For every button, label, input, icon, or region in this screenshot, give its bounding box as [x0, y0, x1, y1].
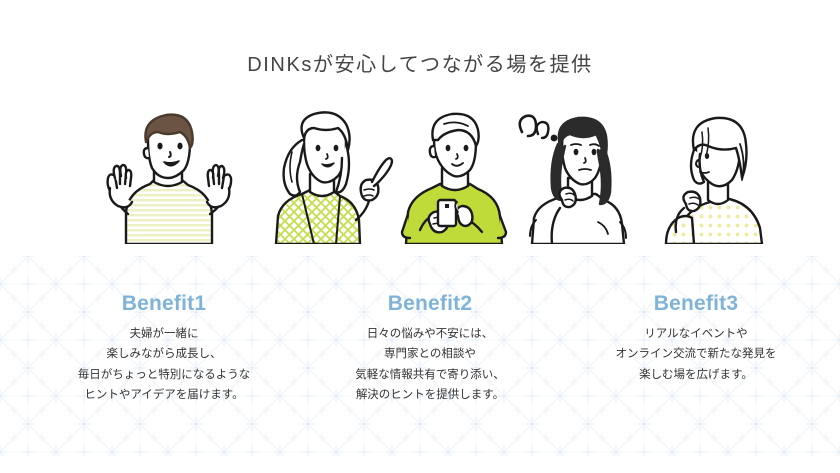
benefit-line: 楽しむ場を広げます。	[639, 368, 753, 381]
benefit-line: 毎日がちょっと特別になるような	[77, 368, 251, 381]
illustration-man-waving	[88, 104, 248, 244]
corner-bracket-top-left	[302, 264, 338, 300]
benefit-heading-1: Benefit1	[121, 292, 207, 315]
corner-bracket-bottom-right	[790, 398, 826, 434]
benefit-line: 気軽な情報共有で寄り添い、	[355, 368, 505, 381]
benefit-line: ヒントやアイデアを届けます。	[84, 389, 244, 402]
benefit-line: 専門家との相談や	[384, 348, 476, 361]
benefit-line: オンライン交流で新たな発見を	[615, 348, 777, 361]
illustration-man-smartphone	[400, 104, 532, 244]
illustration-woman-thinking	[512, 104, 652, 244]
benefit-body-3: リアルなイベントや オンライン交流で新たな発見を 楽しむ場を広げます。	[562, 324, 830, 385]
benefit-line: 日々の悩みや不安には、	[366, 328, 494, 340]
benefit-card-1: Benefit1 夫婦が一緒に 楽しみながら成長し、 毎日がちょっと特別になるよ…	[30, 256, 298, 456]
corner-bracket-bottom-right	[258, 398, 294, 434]
benefit-card-2: Benefit2 日々の悩みや不安には、 専門家との相談や 気軽な情報共有で寄り…	[296, 256, 564, 456]
benefit-body-1: 夫婦が一緒に 楽しみながら成長し、 毎日がちょっと特別になるような ヒントやアイ…	[30, 324, 298, 406]
benefit-line: 解決のヒントを提供します。	[355, 389, 505, 402]
page-title: DINKsが安心してつながる場を提供	[247, 54, 593, 76]
corner-bracket-bottom-right	[524, 398, 560, 434]
benefit-card-3: Benefit3 リアルなイベントや オンライン交流で新たな発見を 楽しむ場を広…	[562, 256, 830, 456]
illustration-strip	[0, 104, 840, 244]
illustration-woman-pointing	[258, 104, 396, 244]
band-background-pattern	[0, 256, 840, 456]
benefit-body-2: 日々の悩みや不安には、 専門家との相談や 気軽な情報共有で寄り添い、 解決のヒン…	[296, 324, 564, 406]
benefits-band: Benefit1 夫婦が一緒に 楽しみながら成長し、 毎日がちょっと特別になるよ…	[0, 256, 840, 456]
benefit-line: 夫婦が一緒に	[129, 328, 199, 340]
corner-bracket-top-left	[568, 264, 604, 300]
corner-bracket-top-left	[36, 264, 72, 300]
benefit-line: リアルなイベントや	[644, 328, 748, 340]
benefit-heading-2: Benefit2	[387, 292, 473, 315]
benefit-line: 楽しみながら成長し、	[106, 348, 222, 361]
illustration-woman-bob	[652, 104, 780, 244]
benefit-heading-3: Benefit3	[653, 292, 739, 315]
